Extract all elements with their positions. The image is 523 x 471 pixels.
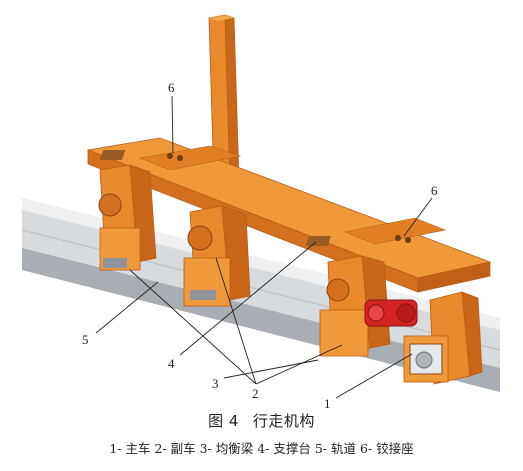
figure-title: 行走机构 [252,412,315,430]
callout-1: 1 [324,396,331,410]
leader-5 [95,281,159,334]
bogie-front [403,291,483,385]
main-frame [86,137,492,293]
leader-2a [129,269,257,385]
figure-legend: 1- 主车 2- 副车 3- 均衡梁 4- 支撑台 5- 轨道 6- 铰接座 [109,441,414,456]
callout-4: 4 [168,356,175,371]
callout-6-left: 6 [168,80,175,95]
callout-6-right: 6 [431,183,438,198]
leader-2c [255,344,343,385]
hinge-seat-right [395,235,411,243]
figure-number: 图 4 [208,412,239,430]
bogie-left [98,164,157,271]
bogie-middle [183,205,251,307]
drive-motor [364,299,418,327]
walking-mechanism-diagram: 6 6 5 4 3 2 1 [21,14,501,410]
callout-3: 3 [212,376,219,391]
hinge-seat-left [167,153,183,161]
leader-2b [215,257,257,385]
leader-6-right [403,197,433,237]
callout-2: 2 [252,386,259,401]
callout-5: 5 [82,332,89,347]
leader-1 [335,353,413,399]
leader-6-left [171,95,174,154]
figure-caption: 图 4 行走机构 [0,410,523,431]
leader-lines [95,95,433,399]
